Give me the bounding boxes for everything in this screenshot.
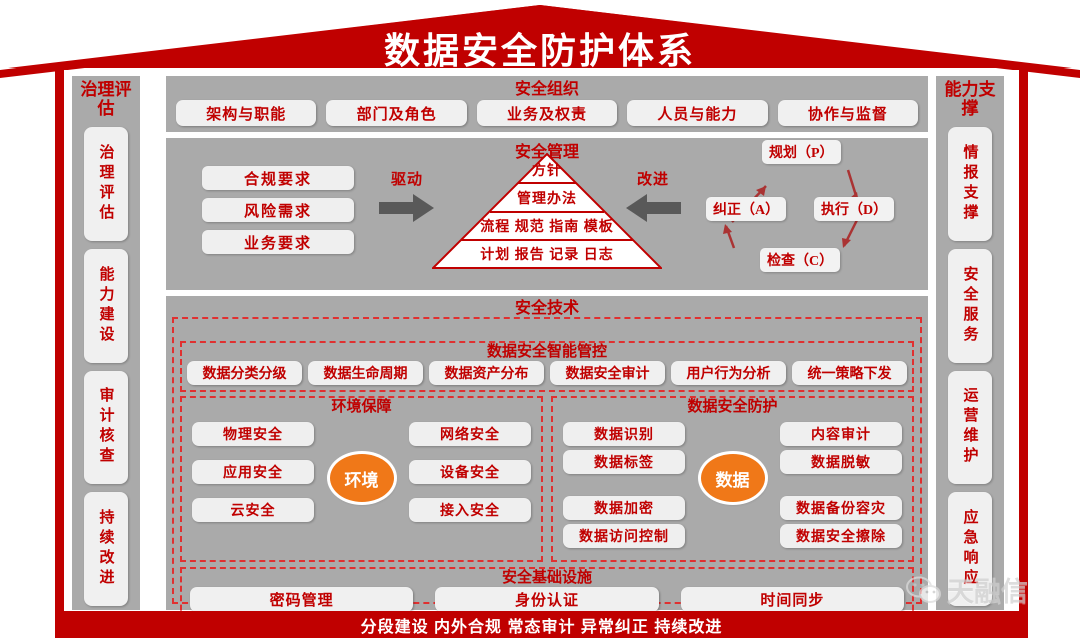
org-item-architecture-function[interactable]: 架构与职能 bbox=[176, 100, 317, 126]
smart-control-row: 数据分类分级 数据生命周期 数据资产分布 数据安全审计 用户行为分析 统一策略下… bbox=[187, 361, 907, 385]
infrastructure-row: 密码管理 身份认证 时间同步 bbox=[190, 587, 904, 612]
environment-inner: 物理安全 应用安全 云安全 环境 网络安全 设备安全 接入安全 bbox=[182, 416, 541, 538]
page-title: 数据安全防护体系 bbox=[383, 30, 696, 71]
env-item-access[interactable]: 接入安全 bbox=[409, 498, 531, 522]
data-item-content-audit[interactable]: 内容审计 bbox=[780, 422, 902, 446]
drive-label: 驱动 bbox=[390, 172, 423, 188]
org-item-collaboration-supervision[interactable]: 协作与监督 bbox=[777, 100, 919, 126]
data-protection-title: 数据安全防护 bbox=[687, 399, 778, 415]
org-item-department-role[interactable]: 部门及角色 bbox=[326, 100, 467, 126]
technology-two-columns: 环境保障 物理安全 应用安全 云安全 环境 网络安全 设备安全 bbox=[180, 396, 914, 562]
panel-security-organization: 安全组织 架构与职能 部门及角色 业务及权责 人员与能力 协作与监督 bbox=[166, 76, 928, 132]
center-stack: 安全组织 架构与职能 部门及角色 业务及权责 人员与能力 协作与监督 合规要求 … bbox=[166, 76, 928, 620]
pyramid-level-measures: 管理办法 bbox=[517, 192, 577, 207]
env-item-application[interactable]: 应用安全 bbox=[192, 460, 314, 484]
smart-item-asset-distribution[interactable]: 数据资产分布 bbox=[429, 361, 544, 385]
footer-slogan: 分段建设 内外合规 常态审计 异常纠正 持续改进 bbox=[55, 611, 1028, 638]
pdca-cycle: 规划（P） 执行（D） 检查（C） 纠正（A） bbox=[706, 140, 911, 272]
panel-security-management: 合规要求 风险需求 业务要求 驱动 安全管理 方针 bbox=[166, 138, 928, 290]
infrastructure-box: 安全基础设施 密码管理 身份认证 时间同步 bbox=[180, 567, 914, 620]
smart-item-lifecycle[interactable]: 数据生命周期 bbox=[308, 361, 423, 385]
data-protection-box: 数据安全防护 数据识别 数据标签 数据加密 数据访问控制 数据 内容审计 bbox=[551, 396, 914, 562]
management-inner: 合规要求 风险需求 业务要求 驱动 安全管理 方针 bbox=[166, 140, 928, 272]
infra-item-key-management[interactable]: 密码管理 bbox=[190, 587, 414, 612]
pyramid-level-process: 流程 规范 指南 模板 bbox=[480, 220, 614, 235]
sidebar-item-audit-check[interactable]: 审计核查 bbox=[84, 370, 128, 485]
sidebar-item-capability-building[interactable]: 能力建设 bbox=[84, 248, 128, 363]
sidebar-item-security-service[interactable]: 安全服务 bbox=[948, 248, 992, 363]
sidebar-item-intelligence-support[interactable]: 情报支撑 bbox=[948, 127, 992, 241]
data-item-labeling[interactable]: 数据标签 bbox=[563, 450, 685, 474]
pyramid-title: 安全管理 bbox=[514, 144, 579, 161]
environment-left-list: 物理安全 应用安全 云安全 bbox=[192, 422, 314, 522]
pdca-check[interactable]: 检查（C） bbox=[760, 248, 841, 272]
arrow-right-icon bbox=[379, 194, 434, 222]
smart-item-user-behavior[interactable]: 用户行为分析 bbox=[671, 361, 786, 385]
sidebar-governance: 治理评估 治理评估 能力建设 审计核查 持续改进 bbox=[72, 76, 140, 610]
requirement-risk[interactable]: 风险需求 bbox=[202, 198, 354, 222]
pdca-act[interactable]: 纠正（A） bbox=[706, 197, 787, 221]
pdca-do[interactable]: 执行（D） bbox=[814, 197, 895, 221]
env-item-physical[interactable]: 物理安全 bbox=[192, 422, 314, 446]
smart-item-classification[interactable]: 数据分类分级 bbox=[187, 361, 302, 385]
infra-item-identity-auth[interactable]: 身份认证 bbox=[435, 587, 659, 612]
smart-item-policy-delivery[interactable]: 统一策略下发 bbox=[792, 361, 907, 385]
environment-box: 环境保障 物理安全 应用安全 云安全 环境 网络安全 设备安全 bbox=[180, 396, 543, 562]
env-item-device[interactable]: 设备安全 bbox=[409, 460, 531, 484]
arrow-left-icon bbox=[626, 194, 681, 222]
data-item-identification[interactable]: 数据识别 bbox=[563, 422, 685, 446]
data-item-encryption[interactable]: 数据加密 bbox=[563, 496, 685, 520]
technology-stack: 数据安全智能管控 数据分类分级 数据生命周期 数据资产分布 数据安全审计 用户行… bbox=[172, 319, 922, 626]
sidebar-governance-title: 治理评估 bbox=[80, 80, 132, 118]
sidebar-capability-support: 能力支撑 情报支撑 安全服务 运营维护 应急响应 bbox=[936, 76, 1004, 610]
house-wall-right bbox=[1019, 68, 1028, 638]
pyramid-level-policy: 方针 bbox=[532, 164, 562, 179]
organization-title: 安全组织 bbox=[514, 81, 579, 98]
environment-title: 环境保障 bbox=[331, 399, 392, 415]
requirement-business[interactable]: 业务要求 bbox=[202, 230, 354, 254]
data-center-badge: 数据 bbox=[700, 454, 765, 502]
house-wall-left bbox=[55, 68, 64, 638]
sidebar-item-operation-maintenance[interactable]: 运营维护 bbox=[948, 370, 992, 485]
data-right-list: 内容审计 数据脱敏 数据备份容灾 数据安全擦除 bbox=[780, 422, 902, 548]
improve-arrow-group: 改进 bbox=[618, 168, 688, 228]
env-item-cloud[interactable]: 云安全 bbox=[192, 498, 314, 522]
data-item-masking[interactable]: 数据脱敏 bbox=[780, 450, 902, 474]
technology-title: 安全技术 bbox=[514, 300, 579, 317]
smart-item-security-audit[interactable]: 数据安全审计 bbox=[550, 361, 665, 385]
management-pyramid bbox=[432, 152, 662, 269]
sidebar-capability-title: 能力支撑 bbox=[944, 80, 996, 118]
data-left-list: 数据识别 数据标签 数据加密 数据访问控制 bbox=[563, 422, 685, 548]
data-protection-inner: 数据识别 数据标签 数据加密 数据访问控制 数据 内容审计 数据脱敏 数据备份容… bbox=[553, 416, 912, 548]
environment-right-list: 网络安全 设备安全 接入安全 bbox=[409, 422, 531, 522]
organization-chip-row: 架构与职能 部门及角色 业务及权责 人员与能力 协作与监督 bbox=[174, 100, 920, 126]
environment-center-badge: 环境 bbox=[329, 454, 394, 502]
requirement-compliance[interactable]: 合规要求 bbox=[202, 166, 354, 190]
sidebar-item-emergency-response[interactable]: 应急响应 bbox=[948, 492, 992, 606]
env-item-network[interactable]: 网络安全 bbox=[409, 422, 531, 446]
sidebar-item-governance-assessment[interactable]: 治理评估 bbox=[84, 127, 128, 241]
sidebar-item-continuous-improvement[interactable]: 持续改进 bbox=[84, 492, 128, 606]
data-item-backup-dr[interactable]: 数据备份容灾 bbox=[780, 496, 902, 520]
org-item-business-authority[interactable]: 业务及权责 bbox=[476, 100, 618, 126]
infrastructure-title: 安全基础设施 bbox=[501, 570, 592, 586]
data-item-secure-erase[interactable]: 数据安全擦除 bbox=[780, 524, 902, 548]
data-item-access-control[interactable]: 数据访问控制 bbox=[563, 524, 685, 548]
smart-control-title: 数据安全智能管控 bbox=[486, 344, 607, 360]
drive-arrow-group: 驱动 bbox=[372, 168, 442, 228]
panel-security-technology: 安全技术 数据安全智能管控 数据分类分级 数据生命周期 数据资产分布 数据安全审… bbox=[166, 296, 928, 620]
roof-shape bbox=[0, 5, 1080, 78]
org-item-personnel-capability[interactable]: 人员与能力 bbox=[627, 100, 768, 126]
pdca-plan[interactable]: 规划（P） bbox=[762, 140, 841, 164]
requirement-list: 合规要求 风险需求 业务要求 bbox=[202, 166, 354, 254]
infra-item-time-sync[interactable]: 时间同步 bbox=[680, 587, 904, 612]
smart-control-box: 数据安全智能管控 数据分类分级 数据生命周期 数据资产分布 数据安全审计 用户行… bbox=[180, 341, 914, 392]
improve-label: 改进 bbox=[636, 172, 669, 188]
pyramid-level-records: 计划 报告 记录 日志 bbox=[480, 248, 614, 263]
